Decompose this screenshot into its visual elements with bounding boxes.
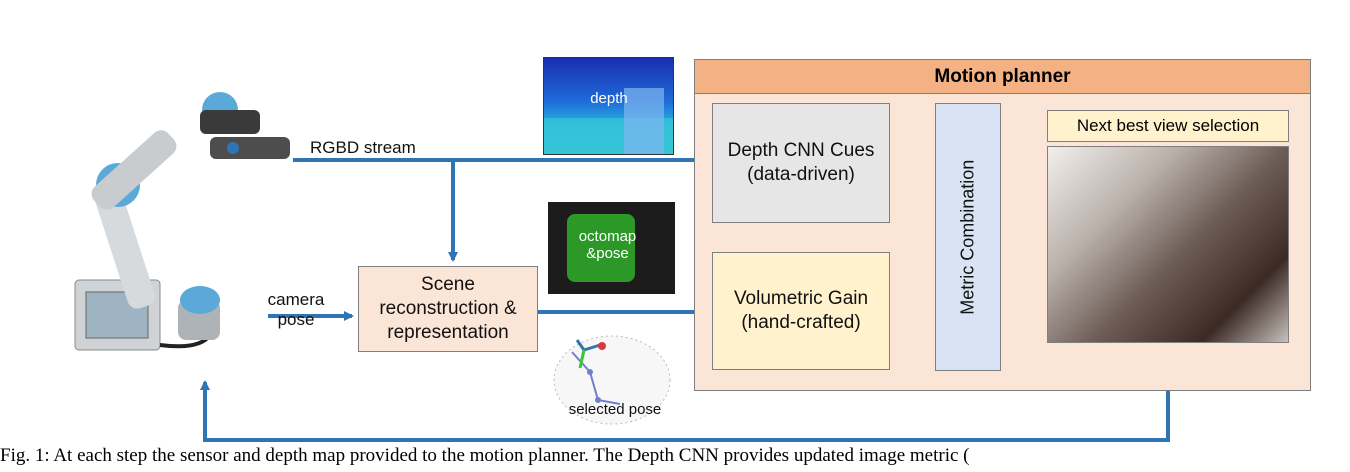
- rgbd-stream-label: RGBD stream: [310, 138, 416, 157]
- nbv-title: Next best view selection: [1047, 110, 1289, 142]
- metric-combination-box: Metric Combination: [935, 103, 1001, 371]
- scene-reconstruction-box: Scene reconstruction & representation: [358, 266, 538, 352]
- selected-pose-label: selected pose: [568, 401, 662, 418]
- selected-pose-icon: [553, 335, 671, 425]
- scene-reconstruction-label: Scene reconstruction & representation: [379, 274, 517, 343]
- depth-image: depth: [543, 57, 674, 155]
- motion-planner-title: Motion planner: [694, 59, 1311, 94]
- volumetric-gain-label: Volumetric Gain (hand-crafted): [733, 288, 869, 333]
- depth-cnn-box: Depth CNN Cues (data-driven): [712, 103, 890, 223]
- volumetric-gain-box: Volumetric Gain (hand-crafted): [712, 252, 890, 370]
- camera-pose-label: camera pose: [267, 290, 325, 330]
- feedback-arrow: [200, 343, 1170, 442]
- octomap-label: octomap &pose: [578, 228, 637, 263]
- octomap-blob-icon: [567, 214, 635, 282]
- figure-caption: Fig. 1: At each step the sensor and dept…: [0, 445, 970, 466]
- robot-arm-icon: [74, 92, 290, 351]
- metric-combination-label: Metric Combination: [957, 159, 978, 315]
- depth-cnn-label: Depth CNN Cues (data-driven): [727, 140, 875, 185]
- nbv-image-frame: [1047, 146, 1289, 343]
- depth-label: depth: [590, 90, 628, 107]
